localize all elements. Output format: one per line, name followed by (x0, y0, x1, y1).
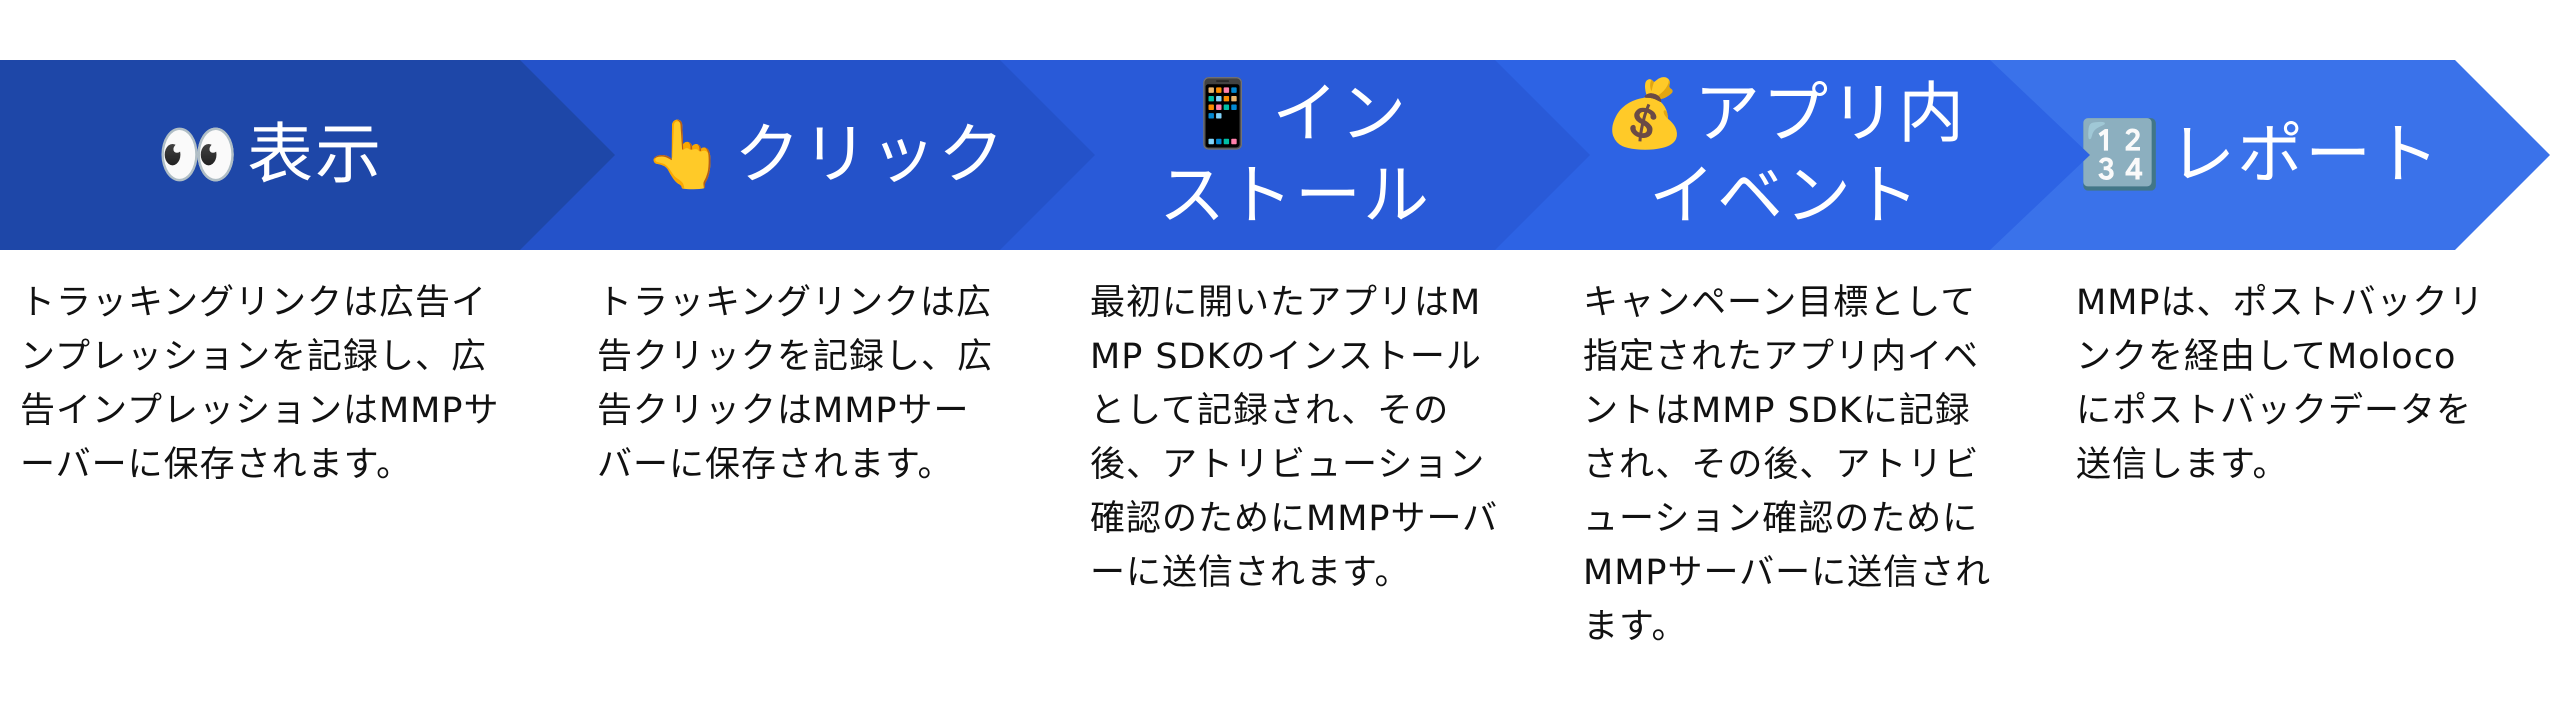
step-install-description: 最初に開いたアプリはMMP SDKのインストールとして記録され、その後、アトリビ… (1090, 283, 1499, 593)
step-title: 👆クリック (625, 60, 1025, 250)
chevron-fill (985, 60, 1590, 250)
step-report-description: MMPは、ポストバックリンクを経由してMolocoにポストバックデータを送信しま… (2076, 283, 2485, 485)
step-title-text: インストール (1159, 75, 1431, 234)
pointing-finger-icon: 👆 (643, 116, 729, 193)
step-impression-chevron: 👀表示 (0, 60, 615, 250)
step-report-chevron: 🔢レポート (1970, 60, 2550, 250)
chevron-fill (1475, 60, 2090, 250)
step-title-text: 表示 (247, 116, 384, 193)
step-in-app-event-chevron: 💰アプリ内イベント (1475, 60, 2090, 250)
chevron-fill (0, 60, 615, 250)
step-title: 💰アプリ内イベント (1585, 60, 1985, 250)
money-bag-icon: 💰 (1603, 75, 1689, 152)
chevron-shape (0, 60, 615, 250)
step-in-app-event-description: キャンペーン目標として指定されたアプリ内イベントはMMP SDKに記録され、その… (1583, 283, 1992, 647)
step-title-text: クリック (734, 116, 1007, 193)
chevron-shape (1970, 60, 2550, 250)
chevron-shape (985, 60, 1590, 250)
step-title: 📱インストール (1155, 60, 1435, 250)
step-title: 👀表示 (60, 60, 480, 250)
numbers-icon: 🔢 (2078, 116, 2164, 193)
mobile-phone-icon: 📱 (1181, 75, 1267, 152)
chevron-fill (1970, 60, 2550, 250)
chevron-shape (515, 60, 1095, 250)
chevron-fill (515, 60, 1095, 250)
step-click-description: トラッキングリンクは広告クリックを記録し、広告クリックはMMPサーバーに保存され… (597, 283, 994, 485)
eyes-icon: 👀 (156, 116, 242, 193)
step-click-chevron: 👆クリック (515, 60, 1095, 250)
step-title: 🔢レポート (2030, 60, 2490, 250)
step-title-text: レポート (2169, 116, 2442, 193)
step-install-chevron: 📱インストール (985, 60, 1590, 250)
step-title-text: アプリ内イベント (1649, 75, 1967, 234)
step-impression-description: トラッキングリンクは広告インプレッションを記録し、広告インプレッションはMMPサ… (20, 283, 500, 485)
chevron-shape (1475, 60, 2090, 250)
